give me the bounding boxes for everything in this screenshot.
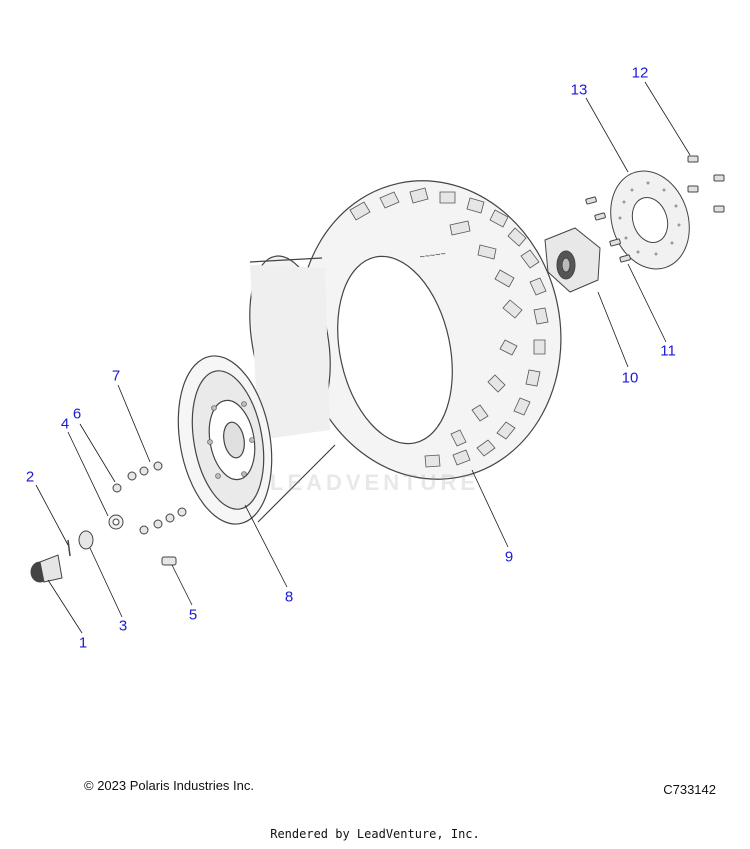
- callout-6[interactable]: 6: [72, 405, 82, 423]
- rendered-by-credit: Rendered by LeadVenture, Inc.: [270, 827, 480, 841]
- callout-4[interactable]: 4: [60, 415, 70, 433]
- brake-disc: [610, 170, 690, 270]
- hardware: [30, 461, 187, 583]
- callout-5[interactable]: 5: [188, 606, 198, 624]
- svg-text:~~~~~: ~~~~~: [419, 248, 446, 262]
- callout-9[interactable]: 9: [504, 548, 514, 566]
- tire: ~~~~~: [298, 180, 562, 480]
- wheel-rim: [177, 255, 336, 525]
- callout-10[interactable]: 10: [621, 369, 639, 387]
- watermark: LEADVENTURE: [270, 470, 480, 495]
- copyright-notice: © 2023 Polaris Industries Inc.: [84, 778, 254, 793]
- wheel-hub: [544, 227, 601, 293]
- callout-3[interactable]: 3: [118, 617, 128, 635]
- callout-1[interactable]: 1: [78, 634, 88, 652]
- callout-12[interactable]: 12: [631, 64, 649, 82]
- callout-7[interactable]: 7: [111, 367, 121, 385]
- callout-11[interactable]: 11: [660, 342, 676, 360]
- drawing-number: C733142: [663, 782, 716, 797]
- callout-13[interactable]: 13: [570, 81, 588, 99]
- leader-lines: [35, 81, 691, 634]
- callout-2[interactable]: 2: [25, 468, 35, 486]
- callout-8[interactable]: 8: [284, 588, 294, 606]
- bolts: [585, 155, 725, 263]
